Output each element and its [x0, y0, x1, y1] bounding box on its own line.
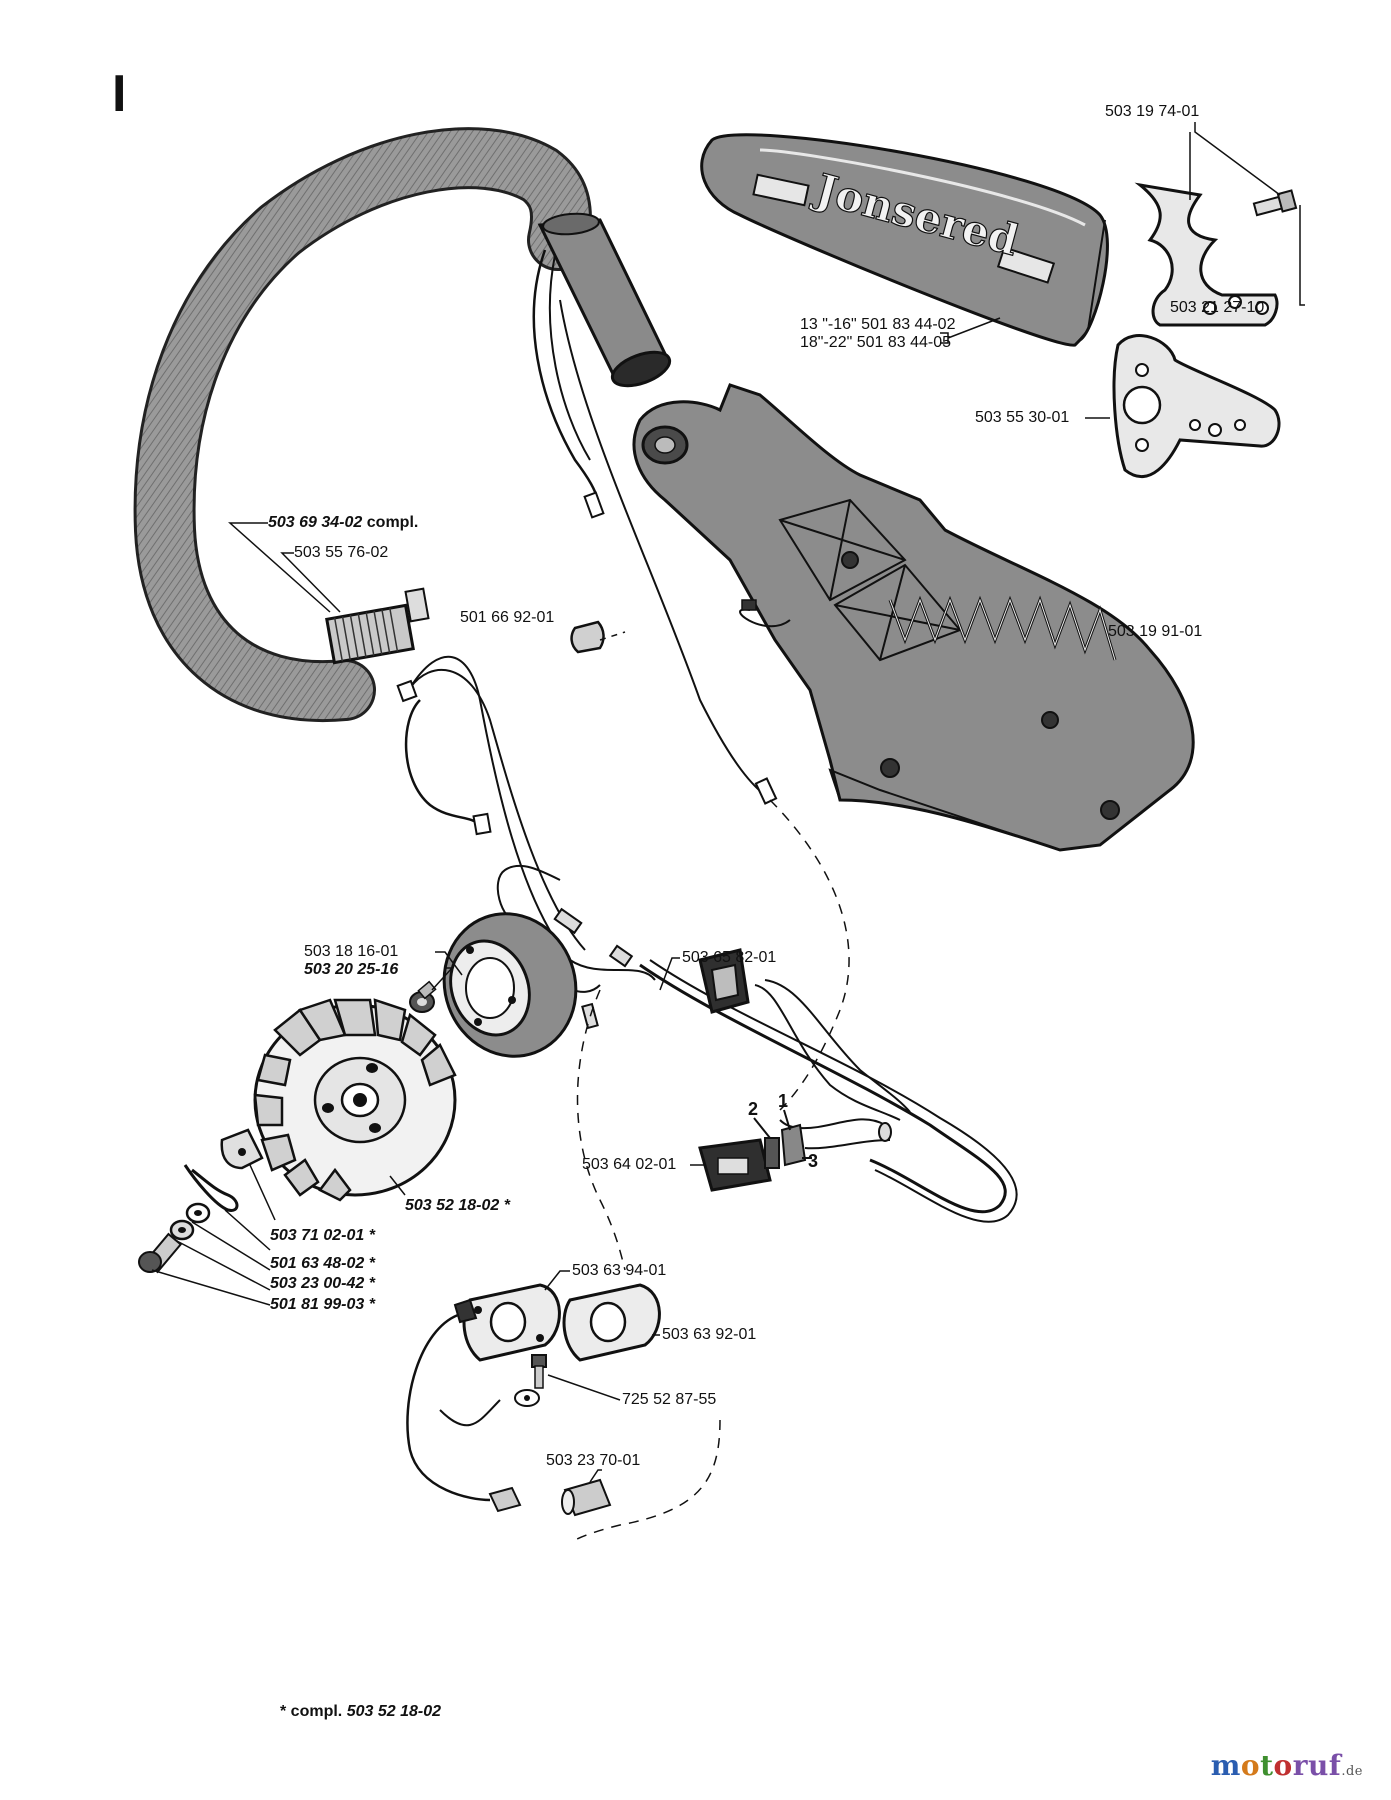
- front-handle: [133, 127, 778, 805]
- clutch-drum: [442, 912, 578, 1058]
- label-503-71-02-01: 503 71 02-01 *: [270, 1227, 375, 1244]
- watermark-part-2: o: [1240, 1749, 1261, 1782]
- label-503-19-74-01: 503 19 74-01: [1105, 103, 1200, 120]
- label-503-64-02-01: 503 64 02-01: [582, 1156, 677, 1173]
- label-503-19-91-01: 503 19 91-01: [1108, 623, 1203, 640]
- label-725-52-87-55: 725 52 87-55: [622, 1391, 717, 1408]
- drum-leaders: [431, 951, 463, 991]
- spike-plate-leaders: [1189, 122, 1305, 306]
- footnote-part-number: 503 52 18-02: [346, 1703, 441, 1720]
- hardware-leaders: [151, 1164, 406, 1306]
- watermark-part-4: o: [1273, 1749, 1293, 1782]
- watermark-part-1: m: [1210, 1749, 1241, 1782]
- flywheel: [253, 998, 457, 1202]
- label-503-20-25-16: 503 20 25-16: [304, 961, 399, 978]
- flywheel-hardware: [138, 1128, 264, 1274]
- label-503-23-00-42: 503 23 00-42 *: [270, 1275, 375, 1292]
- label-501-81-99-03: 501 81 99-03 *: [270, 1296, 375, 1313]
- watermark-logo: motoruf.de: [1211, 1749, 1363, 1782]
- label-503-18-16-01: 503 18 16-01: [304, 943, 399, 960]
- label-bar-18-22: 18"-22" 501 83 44-05: [800, 334, 952, 351]
- label-501-66-92-01: 501 66 92-01: [460, 609, 555, 626]
- footnote: * compl. 503 52 18-02: [280, 1704, 441, 1720]
- footnote-prefix: * compl.: [280, 1703, 343, 1720]
- label-503-55-30-01: 503 55 30-01: [975, 409, 1070, 426]
- label-503-63-94-01: 503 63 94-01: [572, 1262, 667, 1279]
- label-front-handle-compl: 503 69 34-02 compl.: [268, 515, 418, 531]
- label-compl: compl.: [366, 514, 419, 531]
- watermark-suffix: .de: [1341, 1764, 1363, 1779]
- switch-leader: [659, 957, 680, 991]
- label-503-55-76-02: 503 55 76-02: [294, 544, 389, 561]
- cap-screw: [409, 980, 437, 1013]
- ignition-module: [406, 1283, 661, 1517]
- label-503-65-82-01: 503 65 82-01: [682, 949, 777, 966]
- module-leaders: [544, 1270, 660, 1483]
- stop-switch: [698, 948, 750, 1014]
- short-circuit-switch: [698, 1123, 807, 1192]
- gasket-plate: [1112, 334, 1281, 478]
- label-503-23-70-01: 503 23 70-01: [546, 1452, 641, 1469]
- watermark-part-3: t: [1260, 1749, 1274, 1782]
- switch-pin-3-label: 3: [808, 1151, 819, 1171]
- clutch-cover: [632, 383, 1195, 852]
- switch-pin-2-label: 2: [748, 1099, 759, 1119]
- spike-plate: [1134, 182, 1298, 327]
- label-503-69-34-02: 503 69 34-02: [268, 514, 363, 531]
- pin: [570, 620, 626, 654]
- bar-guard: Jonsered: [700, 133, 1109, 347]
- label-503-21-27-10: 503 21 27-10: [1170, 299, 1265, 316]
- label-503-63-92-01: 503 63 92-01: [662, 1326, 757, 1343]
- label-503-52-18-02: 503 52 18-02 *: [405, 1197, 510, 1214]
- switch-pin-1-label: 1: [778, 1091, 789, 1111]
- watermark-part-5: ruf: [1292, 1749, 1342, 1782]
- label-bar-13-16: 13 "-16" 501 83 44-02: [800, 316, 956, 333]
- label-501-63-48-02: 501 63 48-02 *: [270, 1255, 375, 1272]
- section-letter: I: [112, 65, 127, 123]
- guide-dashes: [574, 799, 850, 1541]
- switch-pin-arrows: [753, 1109, 812, 1159]
- bar-guard-leader: [940, 317, 1001, 344]
